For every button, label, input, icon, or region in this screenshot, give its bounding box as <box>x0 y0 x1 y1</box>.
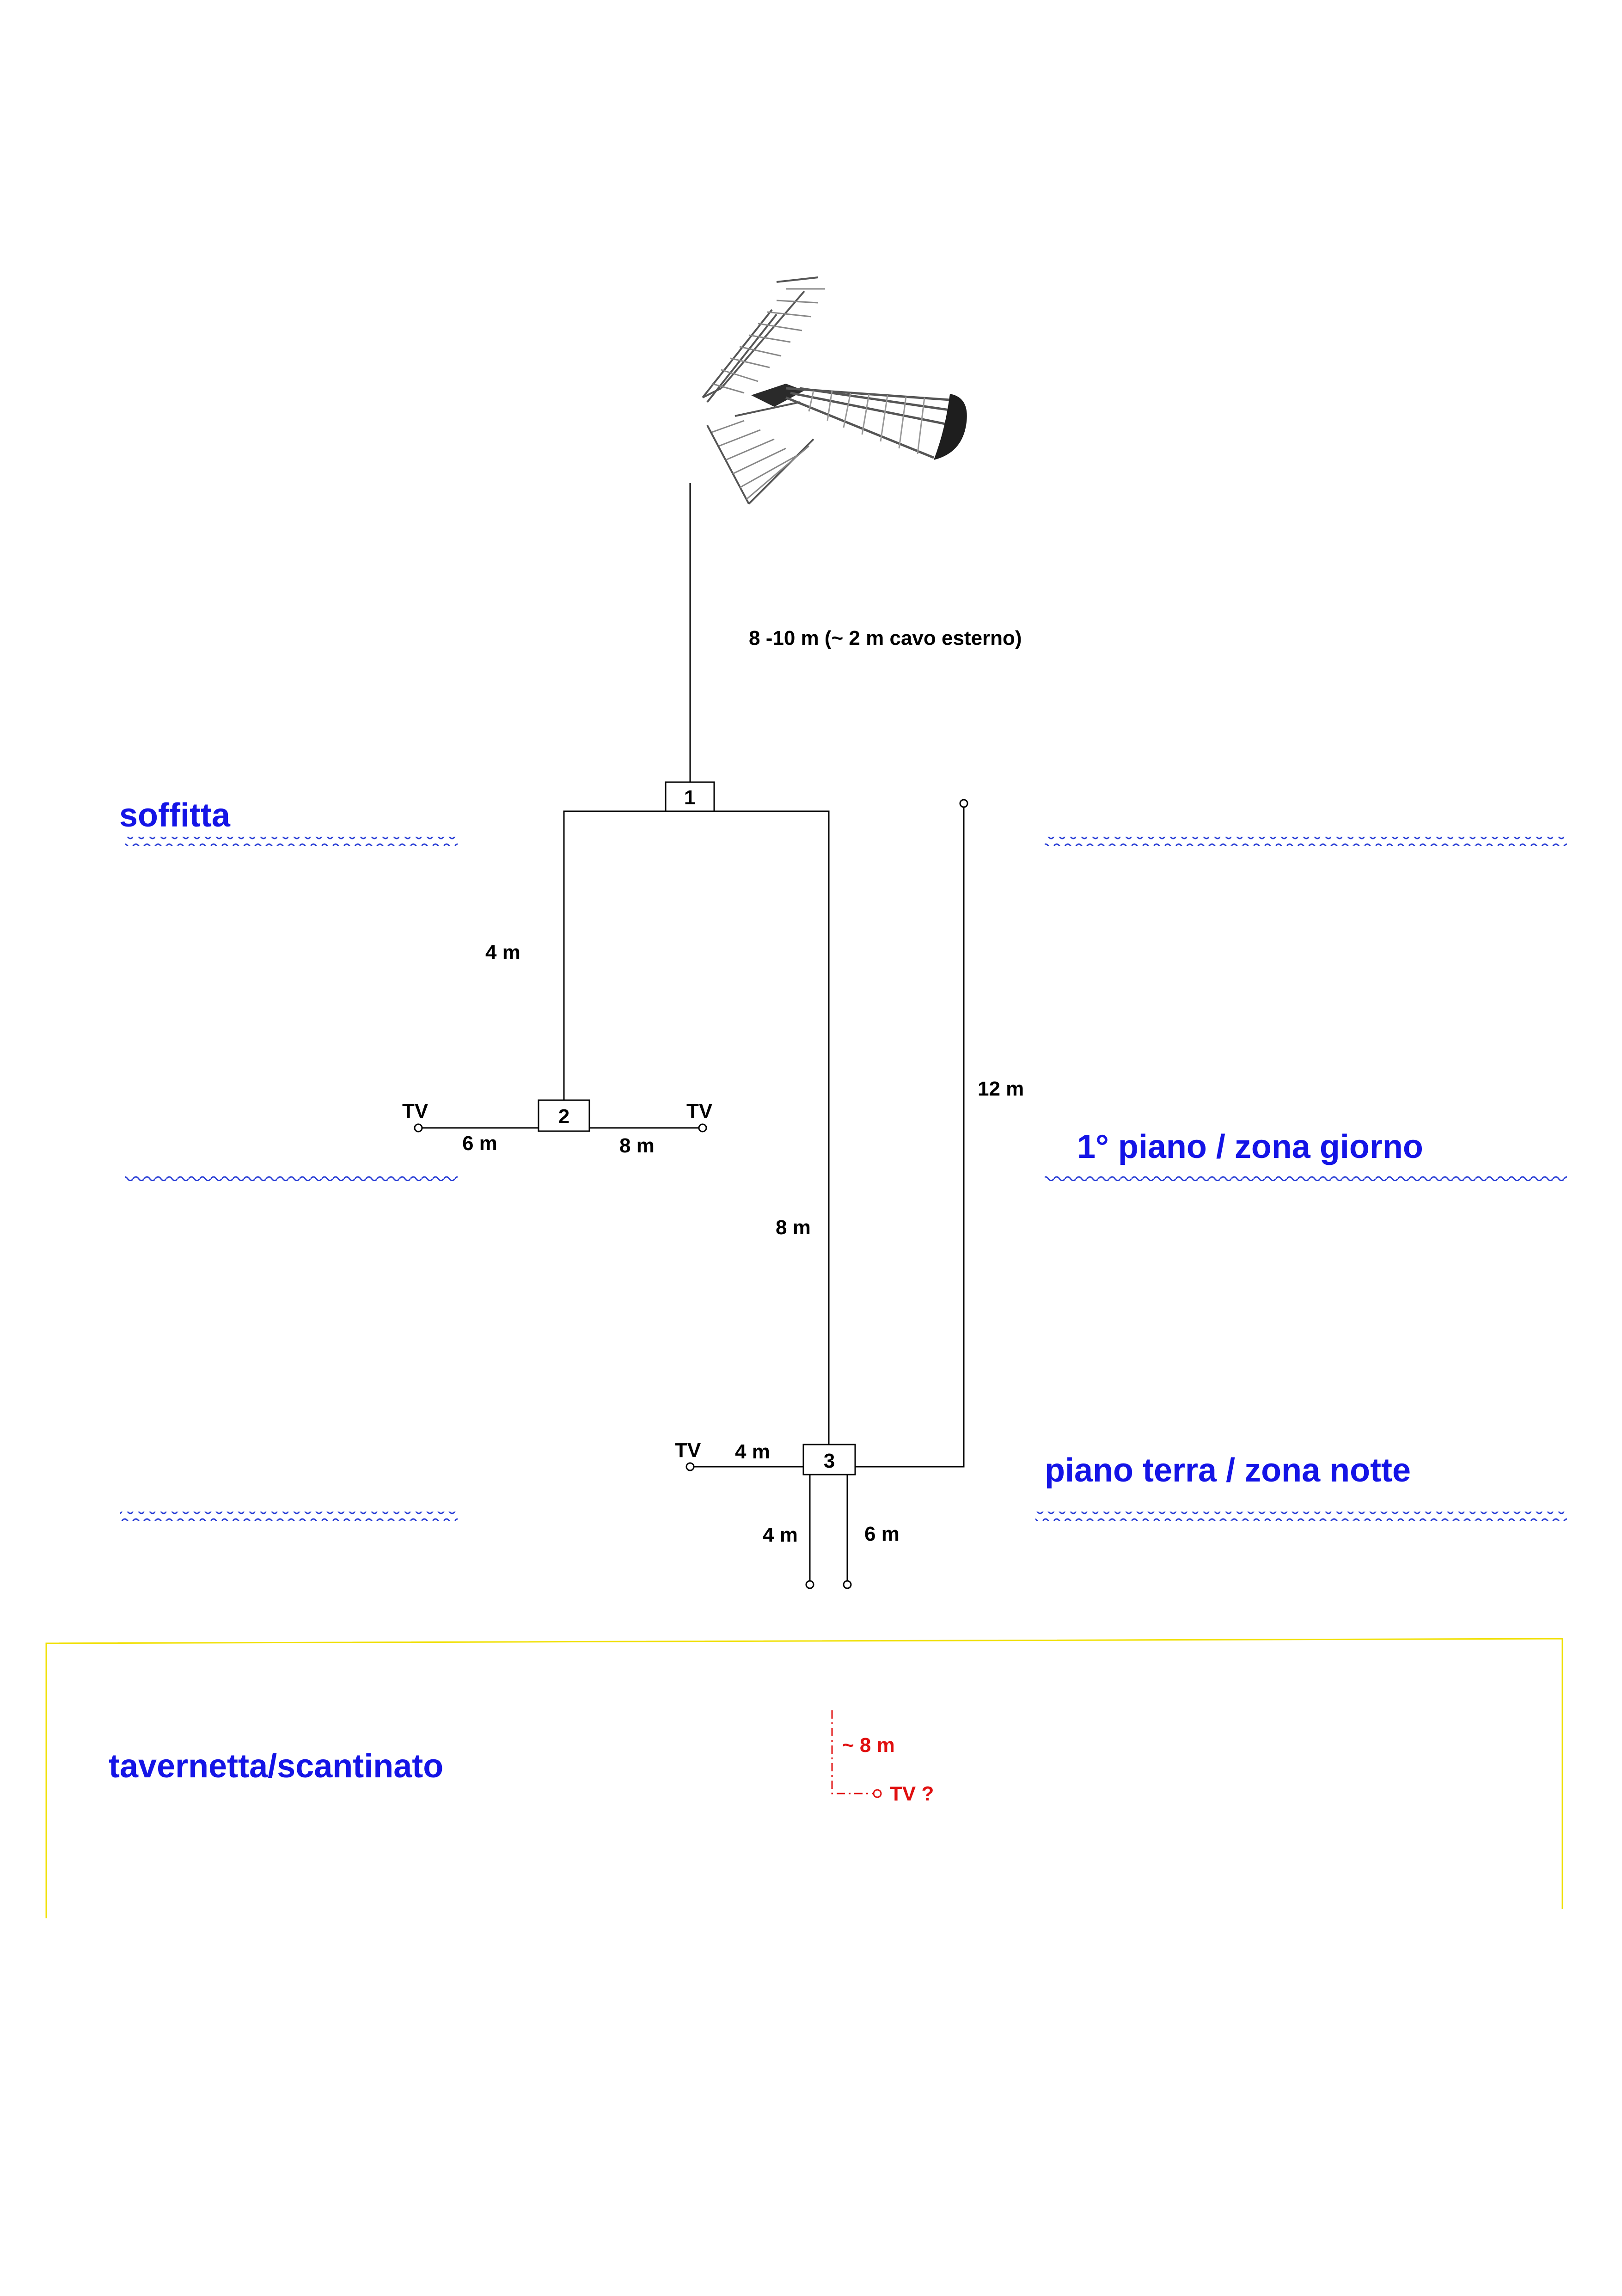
proposed-cable <box>831 1710 874 1794</box>
proposed-length-label: ~ 8 m <box>842 1734 895 1757</box>
floor-label-basement: tavernetta/scantinato <box>109 1748 443 1785</box>
outlet-s3-down-right <box>843 1580 852 1589</box>
cable-riser <box>855 807 965 1468</box>
floor-divider-attic-right <box>1045 837 1567 846</box>
basement-frame <box>45 1638 1563 1918</box>
cable-label-to-s2: 4 m <box>485 941 520 964</box>
floor-label-first: 1° piano / zona giorno <box>1077 1128 1423 1165</box>
cable-label-s2-left: 6 m <box>462 1132 497 1155</box>
cable-label-s3-down-left: 4 m <box>763 1524 798 1546</box>
splitter-3: 3 <box>802 1444 856 1476</box>
floor-divider-first <box>125 1172 458 1181</box>
tv-label-s3-left: TV <box>675 1439 701 1462</box>
cable-label-s3-left: 4 m <box>735 1440 770 1463</box>
splitter-2-number: 2 <box>558 1105 569 1128</box>
floor-divider-attic <box>125 837 458 846</box>
floor-divider-ground <box>120 1512 458 1521</box>
tv-label-s2-left: TV <box>402 1100 428 1122</box>
cable-s1-to-s2 <box>563 810 666 1100</box>
outlet-tv-s2-left <box>414 1123 423 1133</box>
splitter-1-number: 1 <box>684 786 695 809</box>
splitter-3-number: 3 <box>824 1450 835 1472</box>
proposed-basement-run: ~ 8 m TV ? <box>831 1710 934 1805</box>
splitter-1: 1 <box>665 781 715 812</box>
cable-label-s2-right: 8 m <box>619 1134 655 1157</box>
outlet-s3-down-left <box>805 1580 814 1589</box>
tv-label-s2-right: TV <box>686 1100 713 1122</box>
splitter-2: 2 <box>538 1099 590 1132</box>
floor-label-ground: piano terra / zona notte <box>1045 1452 1411 1489</box>
outlet-tv-s3-left <box>686 1462 695 1471</box>
floor-label-attic: soffitta <box>119 797 231 834</box>
cable-label-antenna-down: 8 -10 m (~ 2 m cavo esterno) <box>749 627 1022 649</box>
cable-label-s3-down-right: 6 m <box>864 1523 900 1545</box>
floor-divider-ground-right <box>1035 1512 1567 1521</box>
cable-label-riser: 12 m <box>978 1078 1024 1100</box>
cable-network <box>418 483 965 1581</box>
cable-s1-to-s3 <box>714 810 830 1445</box>
proposed-outlet <box>873 1789 882 1798</box>
tv-antenna-icon <box>702 276 967 505</box>
floor-divider-first-right <box>1045 1172 1567 1181</box>
cable-label-to-s3: 8 m <box>776 1216 811 1239</box>
proposed-tv-label: TV ? <box>890 1782 934 1805</box>
outlet-riser-top <box>959 799 968 808</box>
outlet-tv-s2-right <box>698 1123 707 1133</box>
